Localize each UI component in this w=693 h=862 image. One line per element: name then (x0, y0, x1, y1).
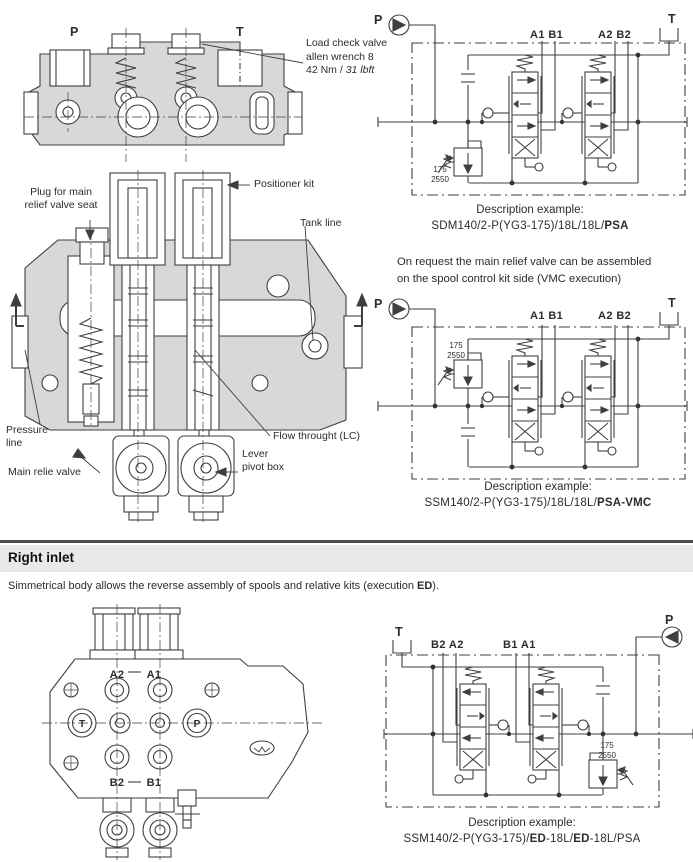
port-label-a1: A1 (147, 669, 162, 681)
caption-label: Description example: (476, 204, 584, 216)
callout-main-relief-valve: Main relie valve (8, 466, 81, 478)
relief-setting-value: 2550 (447, 351, 465, 360)
section-heading-band (0, 545, 693, 572)
ports-b2a2-label: B2 A2 (431, 639, 464, 651)
schematic-pump-label: P (374, 297, 382, 311)
section-body-text: Simmetrical body allows the reverse asse… (8, 580, 440, 592)
schematic3-caption: Description example: SSM140/2-P(YG3-175)… (372, 815, 672, 848)
schematic-tank-label: T (668, 296, 676, 310)
positioner-kit-right (174, 172, 231, 266)
lever-pivot-box (177, 429, 235, 521)
relief-setting-value: 2550 (598, 751, 616, 760)
schematic1-code: SDM140/2-P(YG3-175)/18L/18L/PSA (431, 220, 629, 232)
port-label-a2: A2 (110, 669, 125, 681)
lever-pivot-box (112, 429, 170, 521)
positioner-kit-left (109, 172, 166, 266)
annotation-load-check: Load check valve allen wrench 8 42 Nm / … (306, 37, 388, 76)
callout-lever-pivot-box: Lever pivot box (242, 448, 285, 473)
hydraulic-schematic-psa-vmc: P T A1 B1 A2 B2 175 2550 (374, 296, 693, 484)
port-label-t: T (236, 25, 244, 39)
ports-a1b1-label: A1 B1 (530, 310, 563, 322)
callout-pressure-line: Pressure line (6, 424, 49, 449)
schematic-tank-label: T (668, 12, 676, 26)
relief-setting-value: 175 (433, 165, 447, 174)
schematic3-code: SSM140/2-P(YG3-175)/ED-18L/ED-18L/PSA (403, 833, 641, 845)
port-label-p: P (70, 25, 78, 39)
relief-setting-value: 2550 (431, 175, 449, 184)
spool-rod (192, 264, 214, 431)
hydraulic-schematic-psa: P T A1 B1 A2 B2 175 2550 (374, 12, 693, 200)
top-cap (89, 607, 139, 660)
section-heading: Right inlet (8, 550, 74, 565)
callout-plug: Plug for main relief valve seat (24, 186, 98, 211)
port-label-b2: B2 (110, 777, 125, 789)
relief-screw (175, 789, 200, 829)
ports-a2b2-label: A2 B2 (598, 310, 631, 322)
schematic-tank-label: T (395, 625, 403, 639)
flow-direction-arrow (15, 304, 24, 327)
ports-b1a1-label: B1 A1 (503, 639, 536, 651)
flow-direction-arrow (354, 304, 363, 327)
hydraulic-schematic-ed: P T B2 A2 B1 A1 175 2550 (355, 613, 693, 812)
callout-positioner-kit: Positioner kit (254, 178, 315, 190)
caption-label: Description example: (484, 481, 592, 493)
callout-tank-line: Tank line (300, 217, 342, 229)
relief-setting-value: 175 (600, 741, 614, 750)
callout-leaders (24, 184, 314, 474)
schematic1-caption: Description example: SDM140/2-P(YG3-175)… (380, 202, 680, 235)
port-label-b1: B1 (147, 777, 162, 789)
schematic2-caption: Description example: SSM140/2-P(YG3-175)… (385, 479, 691, 512)
schematic-pump-label: P (374, 13, 382, 27)
section-divider-rule (0, 540, 693, 543)
valve-front-view-drawing: A2 A1 T P B2 B1 (42, 604, 323, 860)
relief-setting-value: 175 (449, 341, 463, 350)
callout-flow-through: Flow throught (LC) (273, 430, 360, 442)
ports-a1b1-label: A1 B1 (530, 29, 563, 41)
port-label-p: P (194, 719, 201, 730)
schematic-pump-label: P (665, 613, 673, 627)
brand-logo (249, 740, 275, 756)
mirrored-schematic-geometry (384, 627, 693, 807)
valve-front-section-drawing (10, 170, 368, 522)
bolt-hole (63, 682, 220, 771)
top-cap (134, 607, 184, 660)
port-label-t: T (79, 719, 85, 730)
leader-load-check (201, 43, 304, 64)
ports-a2b2-label: A2 B2 (598, 29, 631, 41)
caption-label: Description example: (468, 817, 576, 829)
note-vmc: On request the main relief valve can be … (397, 256, 652, 285)
spool-end-assembly (99, 797, 135, 858)
schematic2-code: SSM140/2-P(YG3-175)/18L/18L/PSA-VMC (424, 497, 652, 509)
valve-top-section-drawing: P T (23, 25, 304, 162)
